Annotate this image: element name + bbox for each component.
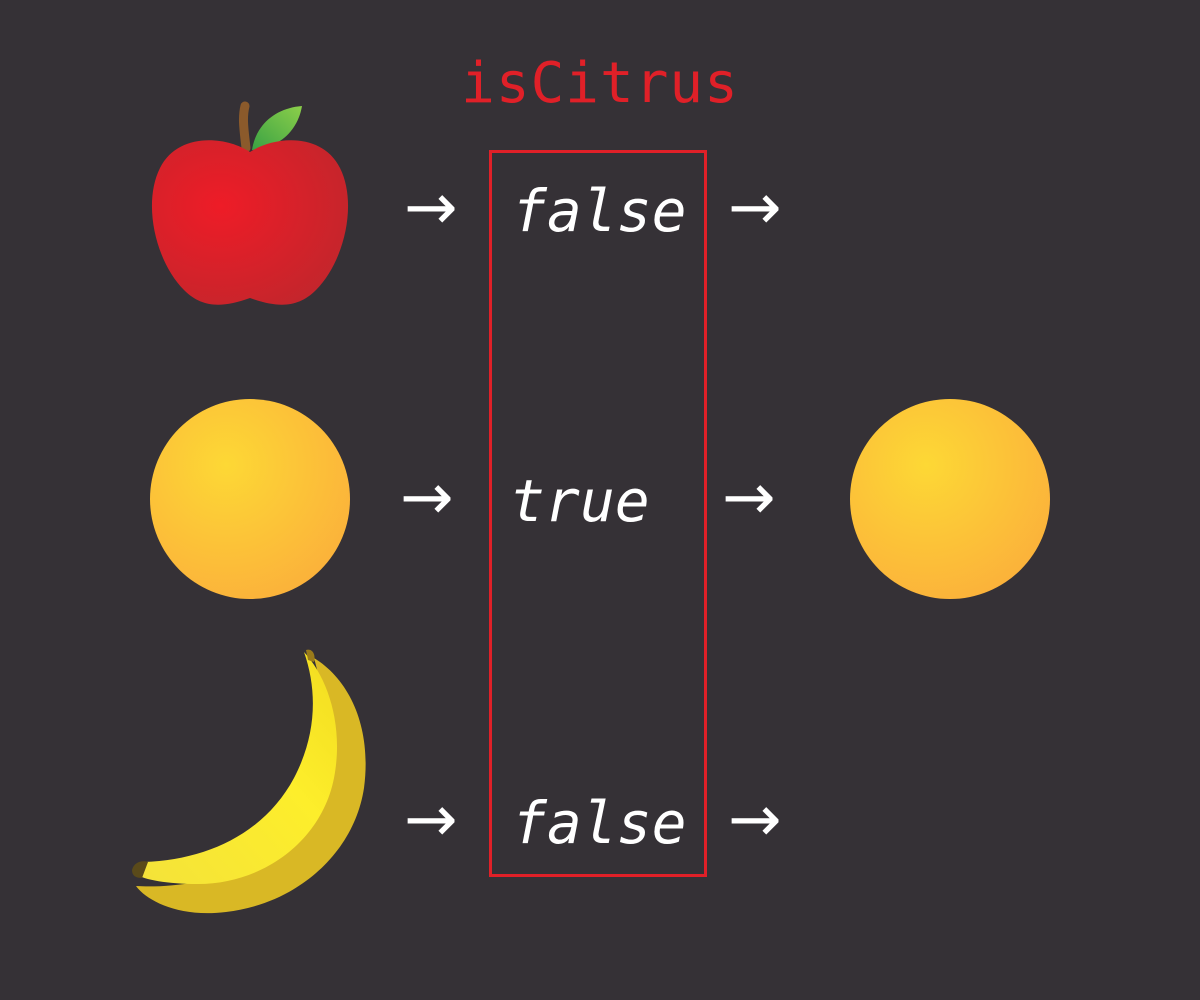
input-arrow: → xyxy=(400,461,454,535)
result-label: false xyxy=(512,789,687,857)
apple-icon xyxy=(151,101,349,305)
input-arrow: → xyxy=(404,171,458,245)
result-label: false xyxy=(512,177,687,245)
banana-icon xyxy=(132,649,366,914)
orange-icon xyxy=(850,399,1050,599)
filter-box xyxy=(489,150,707,877)
result-label: true xyxy=(510,467,650,535)
output-arrow: → xyxy=(728,171,782,245)
function-title: isCitrus xyxy=(461,51,739,116)
input-arrow: → xyxy=(404,783,458,857)
orange-icon xyxy=(150,399,350,599)
output-arrow: → xyxy=(728,783,782,857)
output-arrow: → xyxy=(722,461,776,535)
